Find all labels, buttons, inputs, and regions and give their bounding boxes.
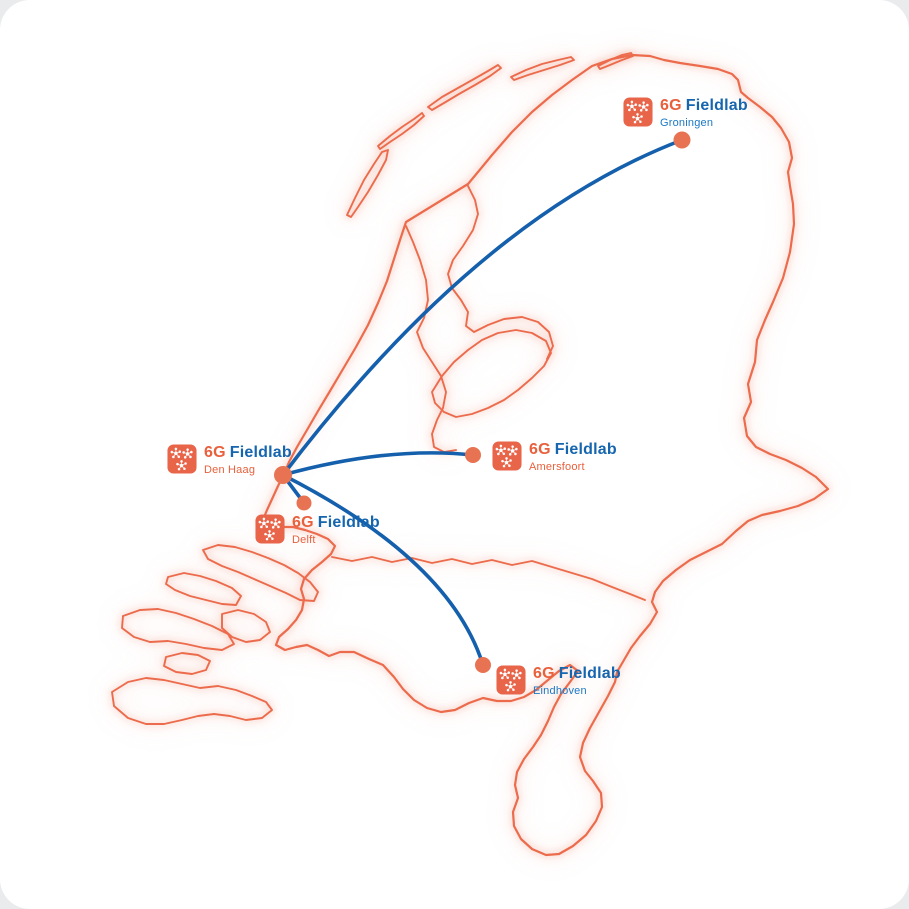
brand-6g: 6G <box>533 665 555 682</box>
fieldlab-icon <box>167 444 197 474</box>
location-dot-eindhoven[interactable] <box>475 657 491 673</box>
wadden-island-schiermonnikoog <box>597 52 634 70</box>
brand-fieldlab: Fieldlab <box>685 97 748 114</box>
wadden-island-texel <box>346 149 389 218</box>
fieldlab-icon <box>496 665 526 695</box>
connector-den-haag-groningen <box>281 138 684 477</box>
flevoland-outline <box>431 329 552 418</box>
zeeland-island-goeree <box>165 572 242 606</box>
location-dot-groningen[interactable] <box>673 131 691 149</box>
city-name: Den Haag <box>204 463 256 476</box>
zeeland-island-tholen <box>221 609 271 643</box>
brand-fieldlab: Fieldlab <box>554 441 617 458</box>
connector-den-haag-amersfoort <box>281 451 475 477</box>
location-dot-den-haag[interactable] <box>274 466 292 484</box>
fieldlab-icon <box>255 514 285 544</box>
zeeland-island-schouwen <box>121 608 235 651</box>
wadden-island-ameland <box>510 56 575 81</box>
city-name: Delft <box>292 533 316 546</box>
city-name: Groningen <box>660 116 714 129</box>
city-name: Amersfoort <box>529 460 585 473</box>
ijsselmeer-west-coast <box>405 225 457 453</box>
location-dot-amersfoort[interactable] <box>465 447 481 463</box>
zeeland-island-voorne <box>202 544 319 602</box>
brand-fieldlab: Fieldlab <box>558 665 621 682</box>
wadden-island-vlieland <box>377 112 425 150</box>
brand-6g: 6G <box>529 441 551 458</box>
zeeland-island-walcheren <box>111 677 273 725</box>
fieldlab-icon <box>492 441 522 471</box>
zeeland-island-noord-beveland <box>163 652 211 675</box>
ijsselmeer-east-coast <box>447 185 554 360</box>
brand-fieldlab: Fieldlab <box>317 514 380 531</box>
rivers-line <box>331 556 646 601</box>
brand-fieldlab: Fieldlab <box>229 444 292 461</box>
brand-6g: 6G <box>204 444 226 461</box>
city-name: Eindhoven <box>533 684 587 697</box>
brand-6g: 6G <box>660 97 682 114</box>
location-dot-delft[interactable] <box>296 495 312 511</box>
wadden-island-terschelling <box>427 64 502 111</box>
brand-6g: 6G <box>292 514 314 531</box>
fieldlab-icon <box>623 97 653 127</box>
connector-den-haag-eindhoven <box>281 473 485 667</box>
netherlands-mainland-outline <box>260 53 830 857</box>
